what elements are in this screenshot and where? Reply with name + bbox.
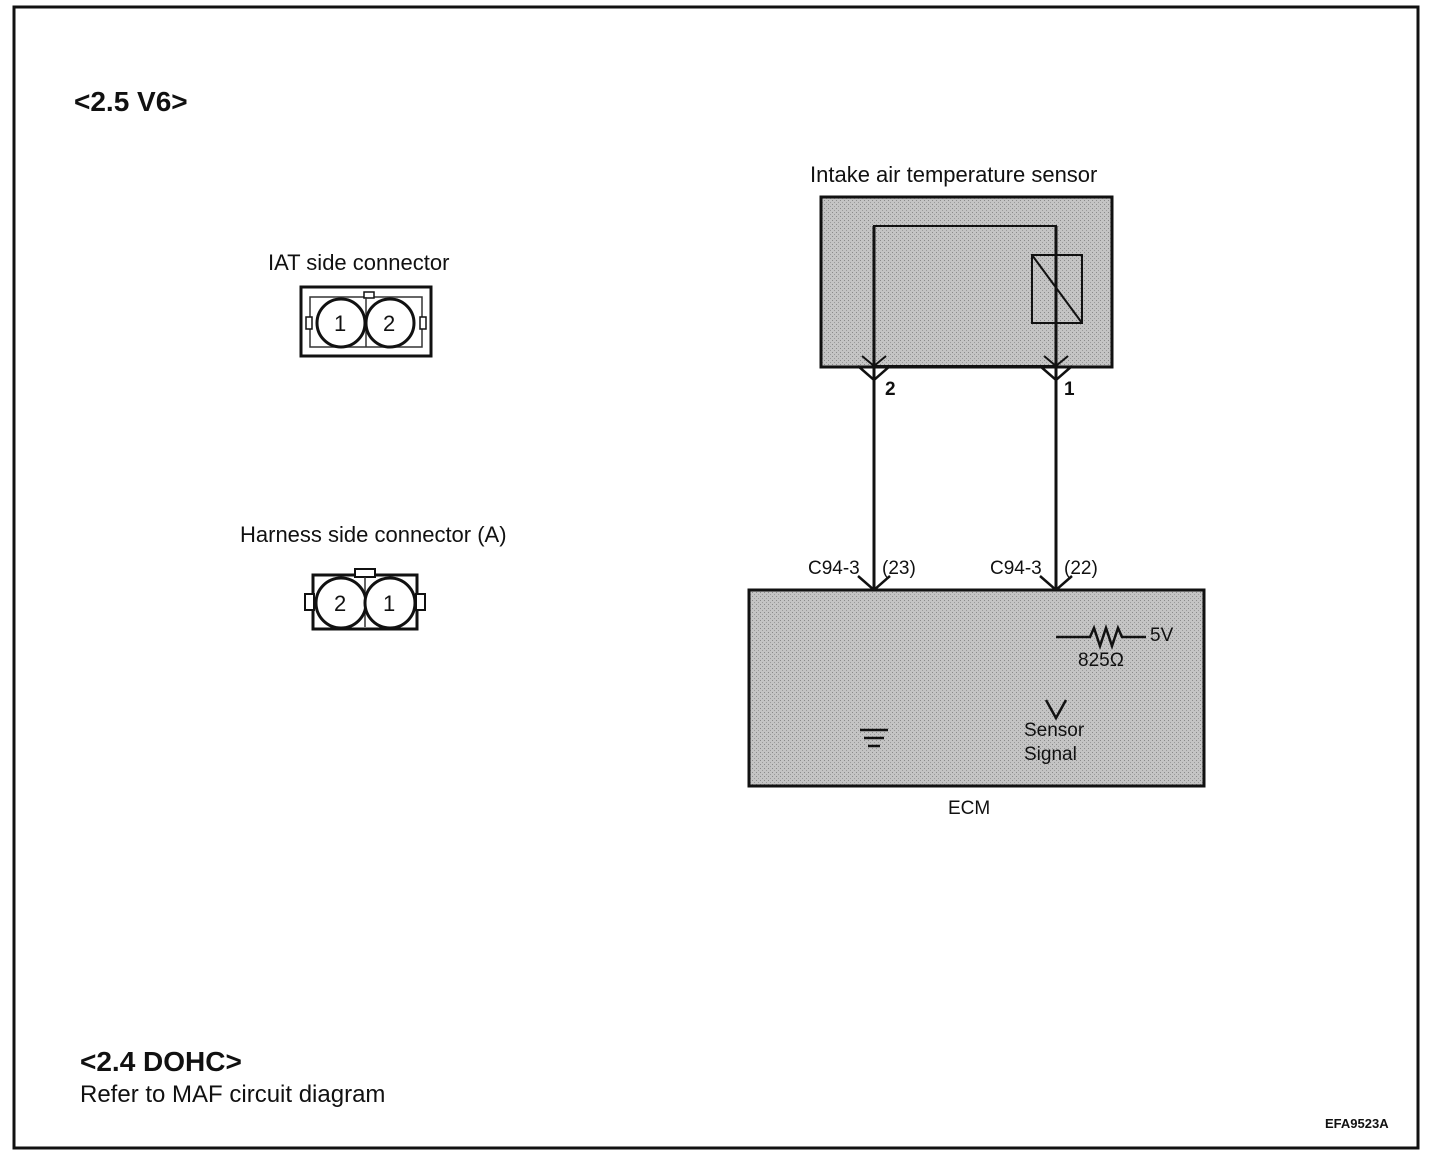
sensor-pin2-chevron-inner [861, 355, 887, 368]
iat-pin-2-label: 2 [383, 311, 396, 336]
figure-code: EFA9523A [1325, 1116, 1389, 1131]
iat-pin-2-circle [364, 297, 416, 349]
ecm-label: ECM [948, 798, 991, 819]
ground-symbol [860, 728, 888, 748]
pullup-resistor [1056, 624, 1146, 650]
resistor-value-label: 825Ω [1078, 650, 1124, 671]
sensor-pin1-chevron-inner [1043, 355, 1069, 368]
sensor-pin-2-label: 2 [885, 379, 896, 400]
sensor-signal-label-line1: Sensor [1024, 720, 1085, 741]
harness-side-connector [304, 568, 426, 631]
page-frame [12, 5, 1420, 1150]
ecm-pin23-chevron [857, 575, 891, 592]
ecm-connector-right: C94-3 [990, 558, 1042, 579]
sensor-signal-label-line2: Signal [1024, 744, 1077, 765]
ecm-pin22-chevron [1039, 575, 1073, 592]
iat-pin-1-label: 1 [334, 311, 347, 336]
sensor-pin-1-label: 1 [1064, 379, 1075, 400]
ecm-connector-left: C94-3 [808, 558, 860, 579]
harness-connector-title: Harness side connector (A) [240, 522, 507, 547]
ecm-pin-right: (22) [1064, 558, 1098, 579]
iat-connector-title: IAT side connector [268, 250, 450, 275]
harness-pin-2-label: 2 [334, 591, 347, 616]
ecm-pin-left: (23) [882, 558, 916, 579]
sensor-signal-arrow [1044, 699, 1068, 721]
supply-voltage-label: 5V [1150, 625, 1174, 646]
sensor-box [819, 195, 1114, 369]
sensor-title: Intake air temperature sensor [810, 162, 1098, 187]
ecm-box [747, 588, 1206, 788]
harness-pin-1-circle [363, 576, 417, 630]
variant-heading-v6: <2.5 V6> [74, 86, 188, 117]
sensor-pin2-chevron [857, 365, 891, 382]
sensor-pin1-chevron [1039, 365, 1073, 382]
harness-pin-1-label: 1 [383, 591, 396, 616]
refer-note: Refer to MAF circuit diagram [80, 1081, 386, 1108]
variant-heading-dohc: <2.4 DOHC> [80, 1046, 242, 1077]
iat-side-connector [299, 285, 433, 358]
